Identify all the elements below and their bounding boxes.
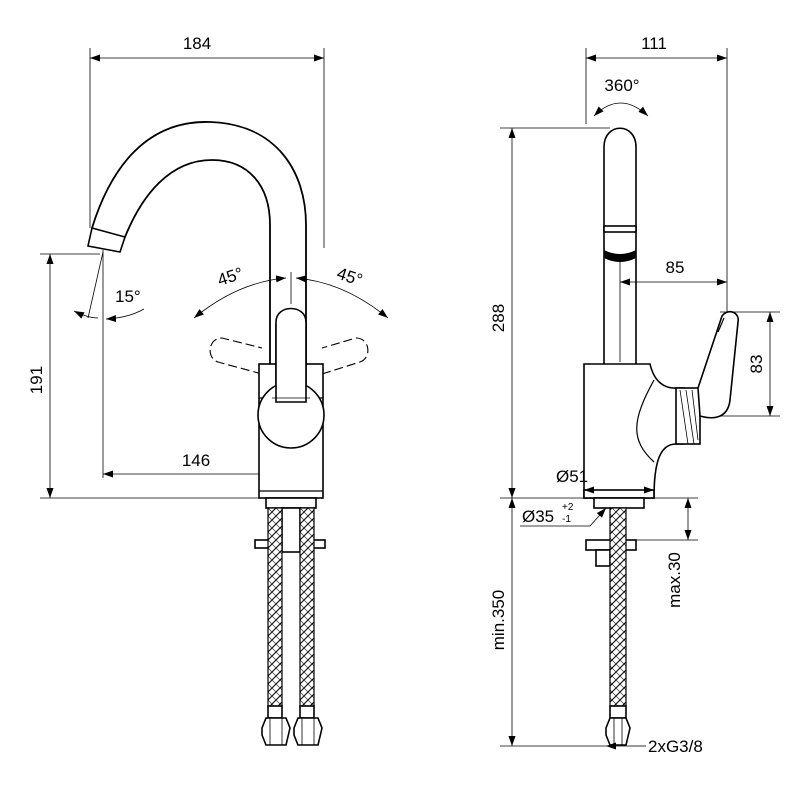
spout-side [603,127,637,366]
spout-aerator [87,227,127,253]
dim-lever-angle-left: 45° [215,264,245,290]
dim-lever-angle-right: 45° [335,264,365,290]
dim-handle-height: 83 [747,355,766,374]
dim-base-diameter: Ø51 [556,467,588,486]
hose-crimp-left [267,705,283,719]
lever-handle-side [697,310,739,419]
mounting-stud [281,507,301,553]
lever-position-left [209,337,263,375]
hose-left [267,507,283,709]
hose-crimp-right [299,705,315,719]
dim-width-overall: 184 [183,34,211,53]
front-view: 184 191 15° 146 45° 45° [27,34,389,746]
dim-hole-tol-minus: -1 [562,514,571,525]
hose-nut-side [605,717,631,746]
dim-max-deck: max.30 [665,552,684,608]
mounting-stud-side [595,549,611,567]
hose-side [609,507,627,707]
hose-right [299,507,315,709]
dim-height-overall: 288 [489,304,508,332]
dim-connection: 2xG3/8 [648,737,703,756]
dim-hole-diameter: Ø35 [522,507,554,526]
lever-position-right [321,337,369,375]
faucet-body-side [583,363,685,499]
dim-handle-offset: 85 [666,258,685,277]
dim-swivel: 360° [604,76,639,95]
hose-nut-right [293,717,323,746]
rotation-arrow [593,102,649,117]
hose-nut-left [261,717,291,746]
dim-spout-angle: 15° [115,287,141,306]
spout [91,121,307,365]
dim-hole-tol-plus: +2 [562,502,574,513]
mounting-nut-side [593,497,645,509]
dim-depth-overall: 111 [641,34,667,53]
aerator-side [604,250,636,262]
dim-min-hose: min.350 [489,590,508,650]
side-view: 111 360° 288 85 83 Ø51 [489,34,780,756]
dim-spout-height: 191 [27,366,46,394]
dim-spout-reach: 146 [182,451,210,470]
mounting-nut [265,497,317,509]
